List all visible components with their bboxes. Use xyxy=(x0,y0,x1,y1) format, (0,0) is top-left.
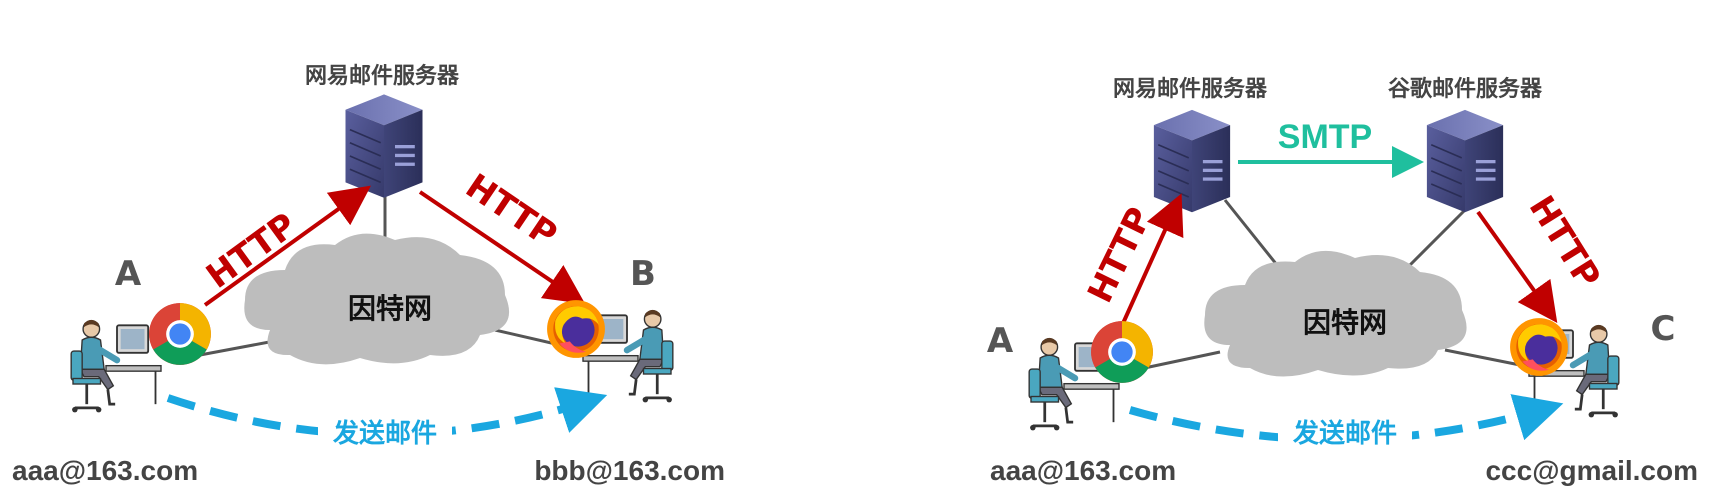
left-person-a-letter: A xyxy=(115,254,142,294)
firefox-icon xyxy=(1510,318,1568,376)
right-server1-label: 网易邮件服务器 xyxy=(1113,77,1268,102)
left-send-label: 发送邮件 xyxy=(332,418,437,449)
right-diagram: 因特网 网易邮件服务器 谷歌邮件服务器 SMTP HTTP HTTP A C 发… xyxy=(987,76,1698,486)
right-http-arrow-down xyxy=(1476,210,1558,324)
right-email-a: aaa@163.com xyxy=(990,455,1176,486)
right-email-c: ccc@gmail.com xyxy=(1485,455,1698,486)
left-email-b: bbb@163.com xyxy=(534,455,725,486)
firefox-icon xyxy=(547,300,605,358)
chrome-icon xyxy=(1091,321,1153,383)
right-link-a-cloud xyxy=(1134,350,1221,372)
chrome-icon xyxy=(149,303,211,365)
cloud-icon xyxy=(1204,250,1467,377)
left-server-label: 网易邮件服务器 xyxy=(305,64,460,89)
right-http-label-up: HTTP xyxy=(1080,201,1160,309)
right-cloud-label: 因特网 xyxy=(1303,306,1387,339)
left-http-label-down: HTTP xyxy=(458,166,564,255)
right-send-label: 发送邮件 xyxy=(1292,418,1397,449)
left-http-arrow-down xyxy=(418,190,586,304)
left-link-a-cloud xyxy=(199,338,281,357)
left-person-b-letter: B xyxy=(630,254,656,294)
right-send-arrow xyxy=(1128,394,1564,444)
right-link-c-cloud xyxy=(1444,348,1521,367)
left-send-arrow xyxy=(166,387,608,439)
right-http-arrow-up xyxy=(1118,193,1184,331)
right-person-c-letter: C xyxy=(1651,309,1676,349)
left-email-a: aaa@163.com xyxy=(12,455,198,486)
right-link-server2-cloud xyxy=(1398,203,1472,277)
right-person-a-letter: A xyxy=(987,321,1014,361)
left-cloud-label: 因特网 xyxy=(348,292,432,325)
cloud-icon xyxy=(244,233,510,365)
left-http-arrow-up xyxy=(203,185,371,307)
left-diagram: 因特网 网易邮件服务器 HTTP HTTP A B 发送邮件 aaa@163.c… xyxy=(12,64,725,486)
right-server2-label: 谷歌邮件服务器 xyxy=(1388,76,1543,102)
left-link-b-cloud xyxy=(494,328,561,347)
right-http-label-down: HTTP xyxy=(1521,189,1608,295)
person-at-computer-icon xyxy=(71,320,161,413)
server-icon xyxy=(1153,109,1231,214)
server-icon xyxy=(1426,109,1504,214)
right-smtp-label: SMTP xyxy=(1278,118,1372,156)
server-icon xyxy=(344,93,424,199)
